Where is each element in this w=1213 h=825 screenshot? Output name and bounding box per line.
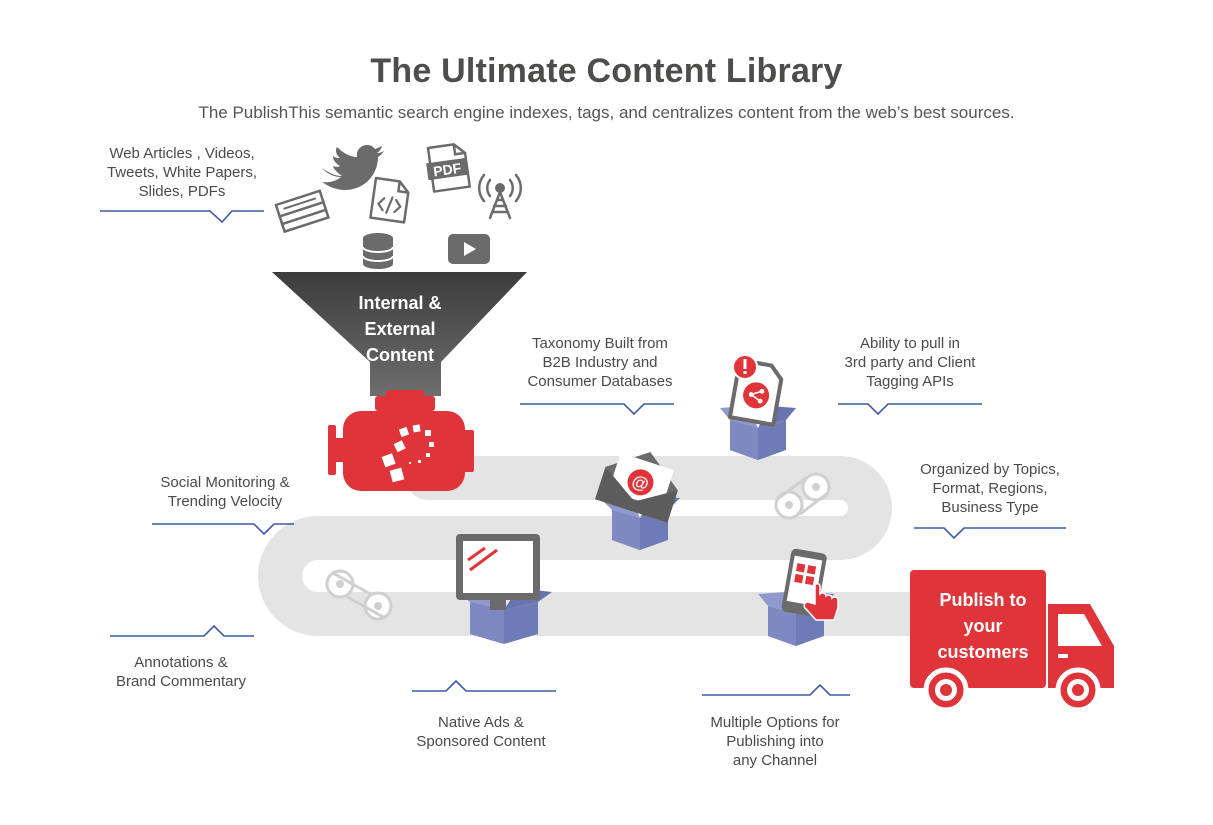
pdf-file-icon: PDF (426, 143, 472, 193)
truck-label-line: customers (937, 642, 1029, 662)
label-apis: Ability to pull in 3rd party and Client … (815, 334, 1005, 391)
funnel-label-line: Content (366, 345, 434, 365)
belt-gear-right (774, 472, 831, 520)
label-sources: Web Articles , Videos, Tweets, White Pap… (92, 144, 272, 201)
label-line: Format, Regions, (932, 480, 1048, 497)
callout-line-multiple (702, 683, 850, 696)
label-line: Brand Commentary (115, 673, 247, 690)
label-multiple: Multiple Options for Publishing into any… (680, 713, 870, 770)
label-line: Annotations & (134, 654, 228, 671)
label-line: Web Articles , Videos, (109, 145, 255, 162)
funnel-label-line: Internal & (358, 293, 442, 313)
label-line: Native Ads & (438, 714, 524, 731)
label-taxonomy: Taxonomy Built from B2B Industry and Con… (505, 334, 695, 391)
tapping-hand-icon (803, 583, 839, 621)
video-play-icon (448, 234, 490, 264)
truck-label-line: your (963, 616, 1003, 636)
callout-line-apis (838, 403, 982, 416)
conveyor-belt (258, 456, 930, 636)
label-line: Slides, PDFs (138, 183, 226, 200)
page-subtitle: The PublishThis semantic search engine i… (198, 103, 1015, 122)
share-box (720, 406, 796, 460)
label-line: Multiple Options for (710, 714, 840, 731)
label-organized: Organized by Topics, Format, Regions, Bu… (895, 460, 1085, 517)
label-line: Publishing into (726, 733, 824, 750)
page-title: The Ultimate Content Library (370, 52, 843, 90)
monitor-icon (456, 534, 540, 610)
label-line: any Channel (732, 752, 818, 769)
broadcast-tower-icon (477, 173, 523, 220)
label-line: Business Type (941, 499, 1039, 516)
label-line: Taxonomy Built from (532, 335, 668, 352)
code-file-icon (369, 176, 410, 224)
label-line: Tweets, White Papers, (106, 164, 258, 181)
label-line: Social Monitoring & (160, 474, 290, 491)
content-funnel (272, 272, 527, 396)
callout-line-social (152, 523, 294, 536)
label-annotations: Annotations & Brand Commentary (86, 653, 276, 691)
label-line: 3rd party and Client (844, 354, 976, 371)
twitter-bird-icon (322, 145, 384, 190)
engine-icon (328, 390, 474, 491)
belt-gear-left (325, 569, 393, 621)
funnel-label-line: External (364, 319, 436, 339)
truck-label: Publish to your customers (912, 587, 1054, 665)
pdf-icon-text: PDF (432, 160, 462, 180)
label-social: Social Monitoring & Trending Velocity (130, 473, 320, 511)
email-at-symbol: @ (629, 471, 651, 494)
newspaper-icon (274, 189, 330, 234)
delivery-truck (910, 570, 1114, 713)
label-line: B2B Industry and (542, 354, 658, 371)
label-line: Sponsored Content (416, 733, 546, 750)
label-native-ads: Native Ads & Sponsored Content (386, 713, 576, 751)
label-line: Ability to pull in (859, 335, 961, 352)
alert-badge-icon (732, 354, 758, 380)
email-envelope-icon: @ (595, 451, 678, 523)
callout-line-sources (100, 210, 264, 224)
callout-line-annotations (110, 624, 254, 637)
callout-line-organized (914, 527, 1066, 540)
callout-line-native-ads (412, 679, 556, 692)
label-line: Trending Velocity (167, 493, 283, 510)
engine-logo-icon (381, 424, 434, 483)
label-line: Tagging APIs (866, 373, 954, 390)
truck-label-line: Publish to (939, 590, 1027, 610)
label-line: Consumer Databases (527, 373, 673, 390)
funnel-label: Internal & External Content (330, 290, 470, 368)
database-icon (362, 233, 394, 269)
label-line: Organized by Topics, (920, 461, 1060, 478)
callout-line-taxonomy (520, 403, 674, 416)
